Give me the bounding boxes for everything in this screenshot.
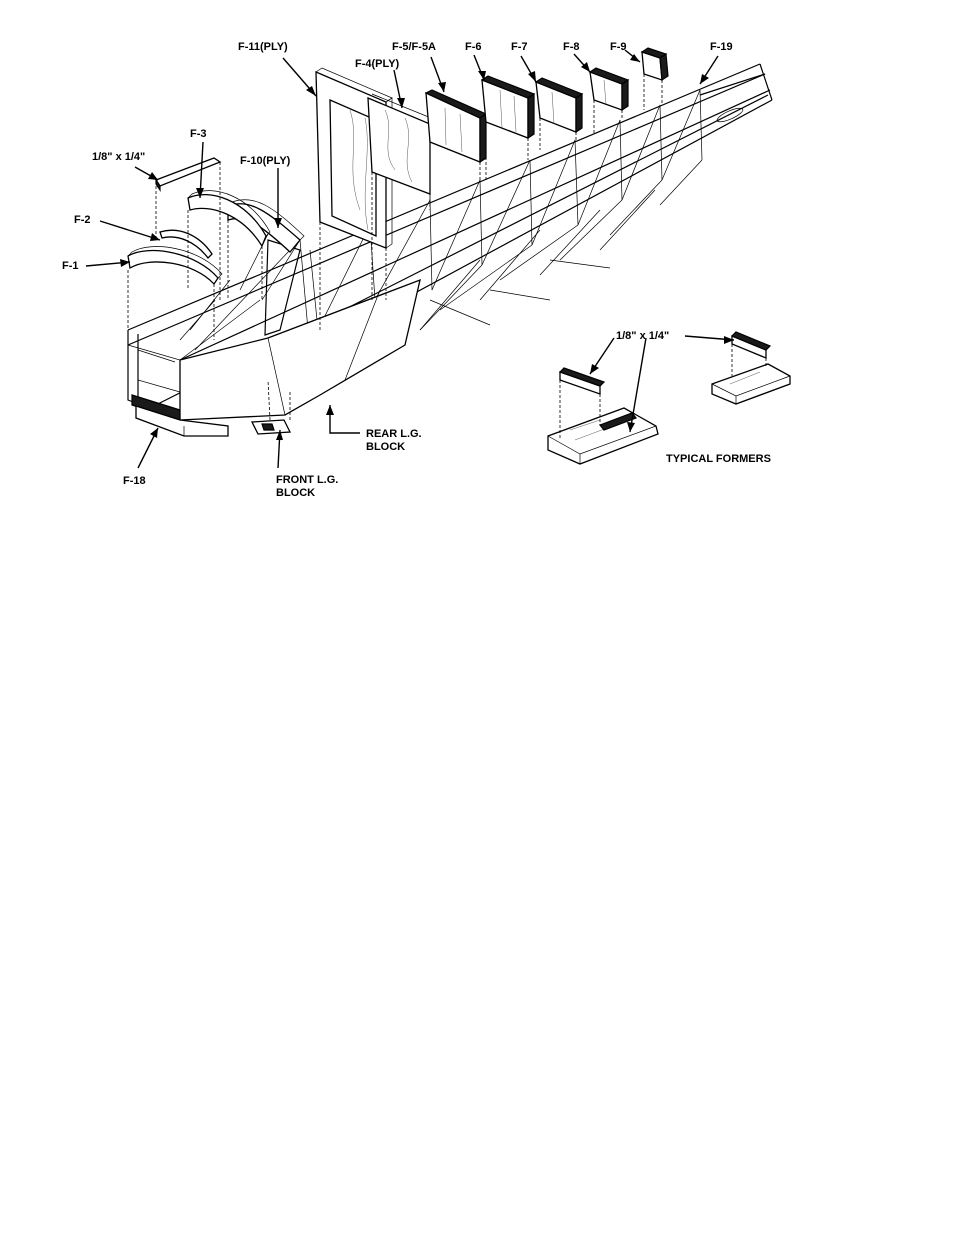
former-f3 [187,190,271,248]
former-f9 [640,47,669,82]
label-f10: F-10(PLY) [240,155,291,167]
label-rear-lg-2: BLOCK [366,441,405,453]
label-typical-formers: TYPICAL FORMERS [666,453,771,465]
label-f9: F-9 [610,41,627,53]
leader-arrows [85,49,735,469]
former-f5 [424,89,488,164]
former-f8 [588,67,630,112]
label-f8: F-8 [563,41,580,53]
fuselage-frame [127,63,773,421]
label-f1: F-1 [62,260,79,272]
label-stick-top: 1/8" x 1/4" [92,151,145,163]
label-f18: F-18 [123,475,146,487]
label-rear-lg-1: REAR L.G. [366,428,422,440]
label-f2: F-2 [74,214,91,226]
label-f4: F-4(PLY) [355,58,400,70]
label-front-lg-1: FRONT L.G. [276,474,338,486]
former-f1 [127,246,223,286]
former-f6 [480,75,536,140]
label-f5: F-5/F-5A [392,41,436,53]
former-f2 [159,229,213,259]
alignment-lines [127,74,663,421]
label-f3: F-3 [190,128,207,140]
front-lg-block [250,419,292,435]
label-f7: F-7 [511,41,528,53]
label-f6: F-6 [465,41,482,53]
diagram-labels: F-11(PLY) F-5/F-5A F-6 F-7 F-8 F-9 F-19 … [62,41,771,499]
former-f7 [534,77,584,134]
label-f11: F-11(PLY) [238,41,288,53]
typical-formers-inset [547,331,791,465]
fuselage-side-sheeting [179,278,421,421]
label-stick-formers: 1/8" x 1/4" [616,330,669,342]
stick-top [155,157,222,192]
label-f19: F-19 [710,41,733,53]
label-front-lg-2: BLOCK [276,487,315,499]
